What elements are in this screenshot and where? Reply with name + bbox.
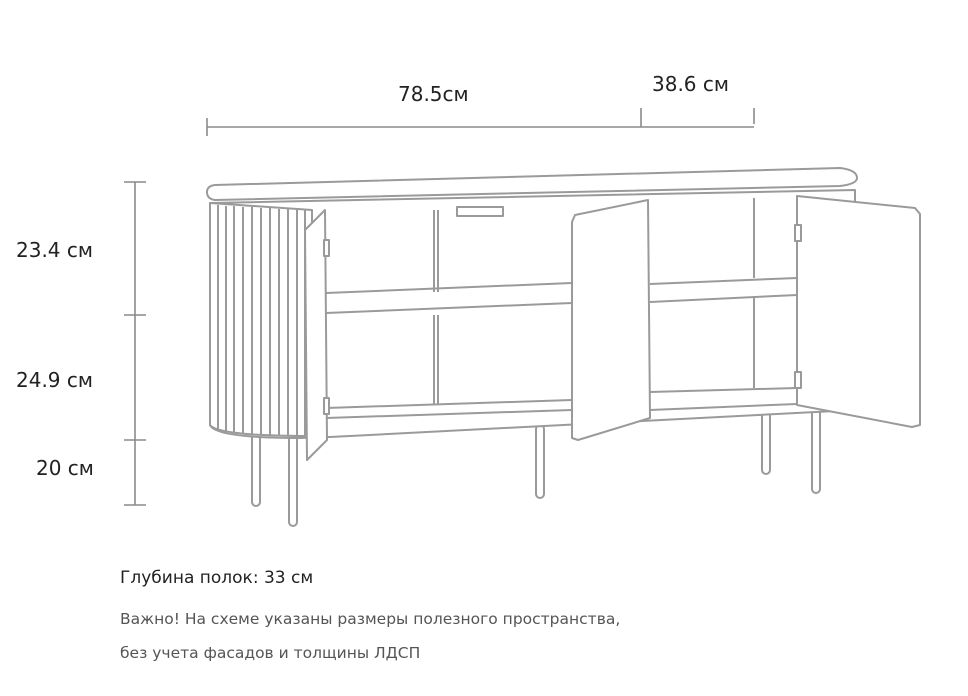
shelf-depth-note: Глубина полок: 33 см [120, 568, 314, 588]
right-door [796, 195, 921, 428]
tabletop [206, 167, 858, 201]
fluted-side-panel [209, 202, 313, 437]
height-middle-label: 24.9 см [16, 368, 93, 392]
middle-door [571, 199, 651, 441]
handle-cutout [456, 206, 504, 217]
width-dimension-line [206, 108, 755, 136]
height-dimension-line [124, 181, 146, 506]
important-note-line1: Важно! На схеме указаны размеры полезног… [120, 610, 621, 628]
width-side-label: 38.6 см [652, 72, 729, 96]
width-main-label: 78.5см [398, 82, 469, 106]
height-top-label: 23.4 см [16, 238, 93, 262]
height-legs-label: 20 см [36, 456, 94, 480]
left-door [304, 209, 328, 461]
important-note-line2: без учета фасадов и толщины ЛДСП [120, 644, 421, 662]
legs [251, 404, 821, 527]
interior-shelves [325, 198, 798, 419]
